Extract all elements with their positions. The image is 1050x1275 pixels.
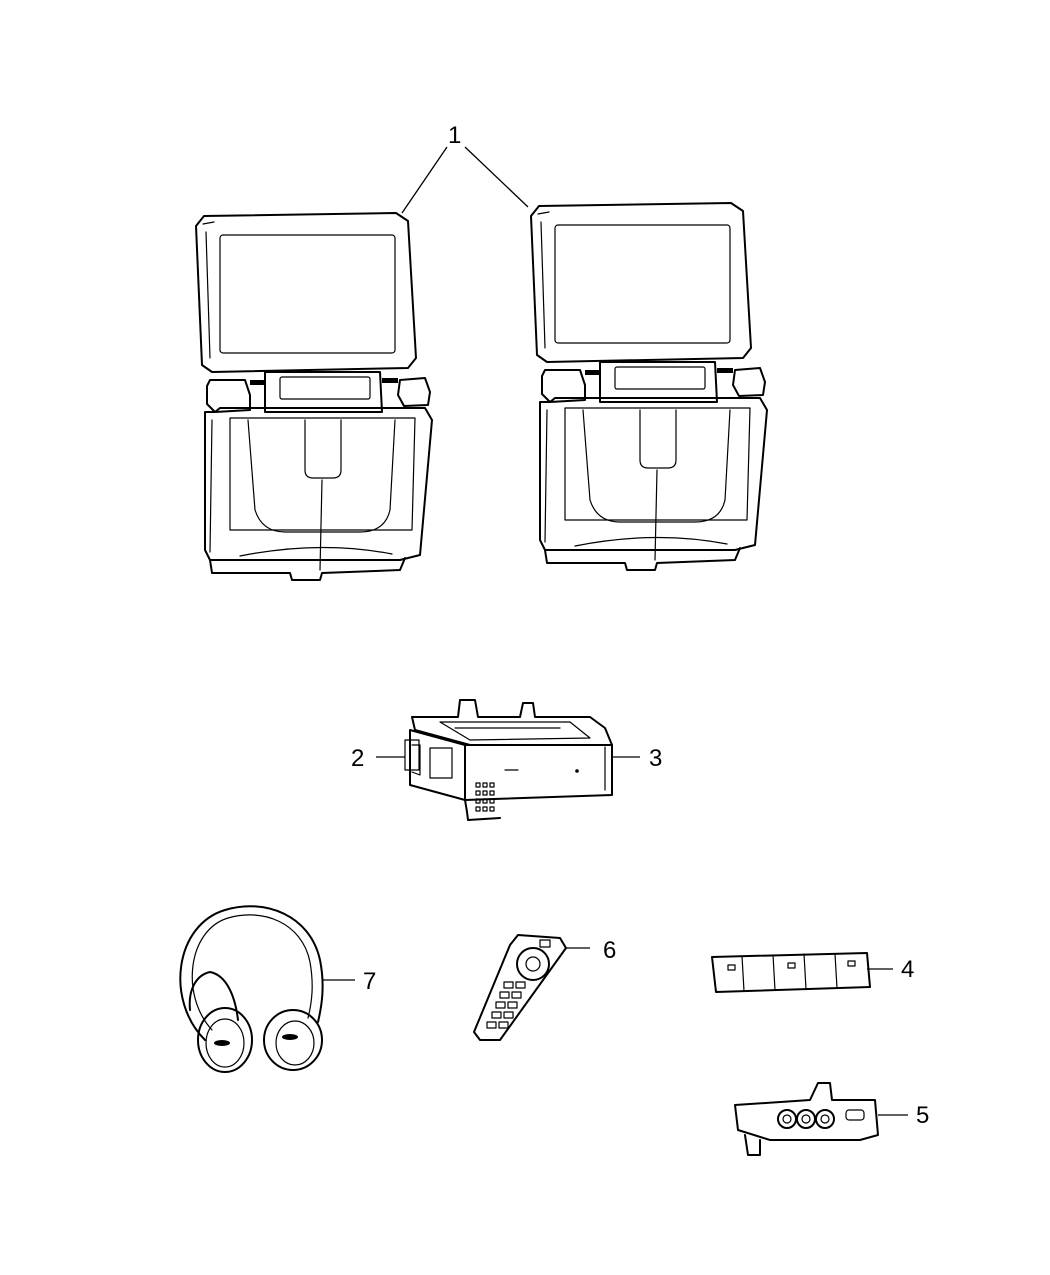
- callout-7: 7: [363, 968, 376, 995]
- callout-2: 2: [351, 745, 364, 772]
- remote-control: [473, 934, 567, 1041]
- switch-bezel: [711, 952, 871, 993]
- video-module-assembly: [404, 699, 613, 821]
- control-module: [734, 1082, 879, 1156]
- callout-6: 6: [603, 937, 616, 964]
- callout-5: 5: [916, 1102, 929, 1129]
- callout-4: 4: [901, 956, 914, 983]
- video-screen-right: [530, 202, 768, 571]
- wireless-headphones: [179, 905, 324, 1073]
- callout-1: 1: [448, 122, 461, 149]
- callout-3: 3: [649, 745, 662, 772]
- leader-lines: [322, 146, 908, 1116]
- video-screen-left: [195, 212, 433, 581]
